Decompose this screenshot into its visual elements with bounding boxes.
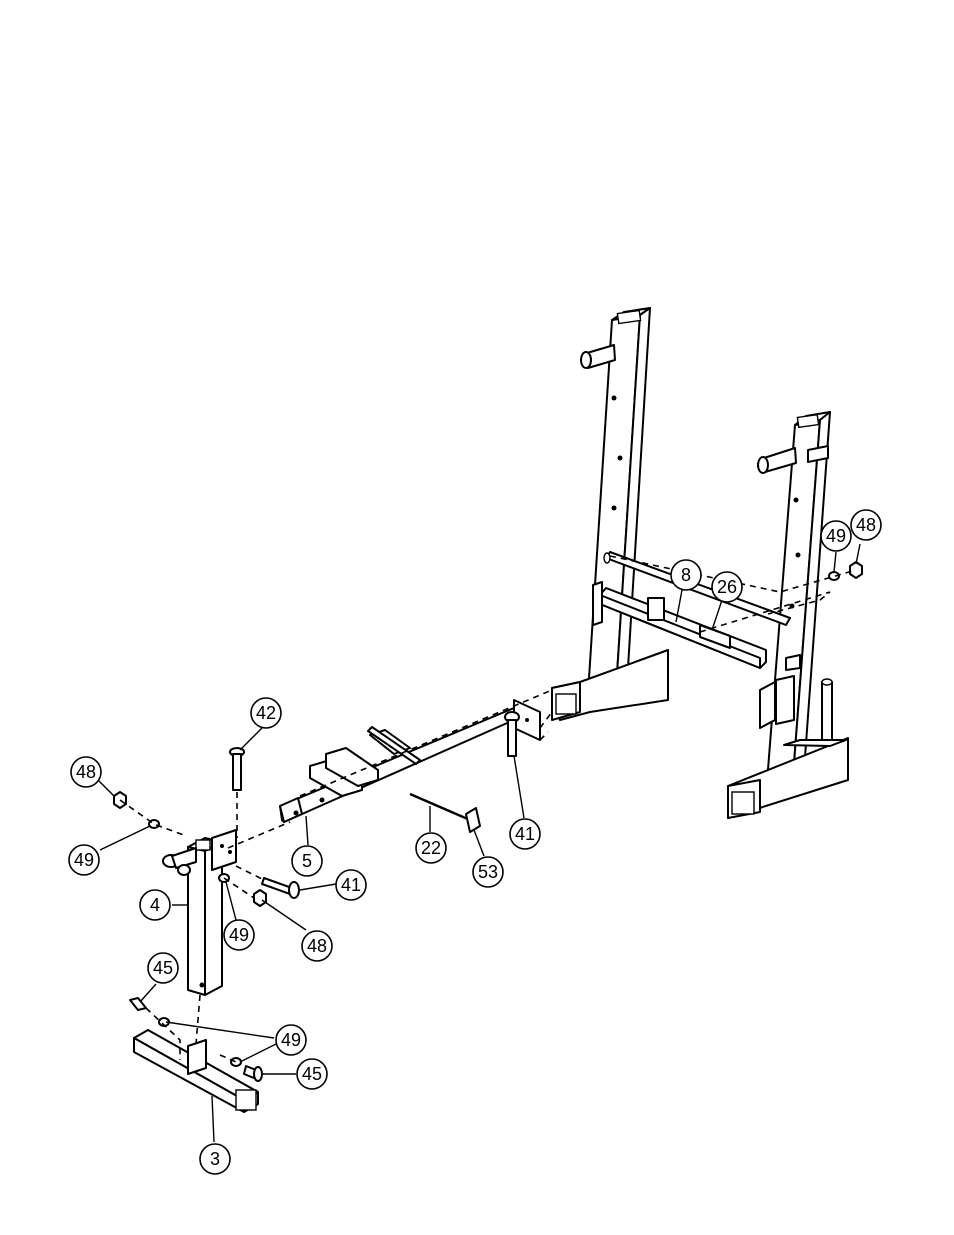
callout-label: 8 (681, 565, 691, 585)
bolt-42 (230, 748, 244, 790)
bolt-41-front (262, 878, 299, 898)
callout-26: 26 (712, 572, 742, 602)
callout-label: 41 (341, 875, 361, 895)
callout-label: 48 (856, 515, 876, 535)
callout-label: 48 (76, 762, 96, 782)
callout-49-left: 49 (69, 845, 99, 875)
callout-label: 53 (478, 862, 498, 882)
callout-label: 45 (302, 1064, 322, 1084)
callout-label: 22 (421, 838, 441, 858)
callout-label: 49 (74, 850, 94, 870)
callout-label: 49 (281, 1030, 301, 1050)
callout-45-bottom: 45 (297, 1059, 327, 1089)
callout-42: 42 (251, 698, 281, 728)
callout-49-right: 49 (821, 521, 851, 551)
callout-label: 45 (153, 958, 173, 978)
callout-label: 5 (302, 851, 312, 871)
callout-3: 3 (200, 1144, 230, 1174)
callout-53: 53 (473, 857, 503, 887)
callout-label: 4 (150, 895, 160, 915)
callout-49-mid: 49 (224, 920, 254, 950)
callout-5: 5 (292, 846, 322, 876)
callout-49-bottom: 49 (276, 1025, 306, 1055)
callout-41-rear: 41 (510, 819, 540, 849)
callout-label: 3 (210, 1149, 220, 1169)
callout-label: 49 (826, 526, 846, 546)
front-leg-tube (280, 700, 540, 822)
callout-label: 49 (229, 925, 249, 945)
callout-41-front: 41 (336, 870, 366, 900)
callout-label: 41 (515, 824, 535, 844)
callout-4: 4 (140, 890, 170, 920)
rear-upright-frame (552, 308, 848, 818)
bolt-41-rear (505, 712, 519, 756)
callout-48-right: 48 (851, 510, 881, 540)
callout-22: 22 (416, 833, 446, 863)
callout-label: 42 (256, 703, 276, 723)
callout-label: 48 (307, 936, 327, 956)
rod-and-pin (410, 794, 480, 832)
callout-label: 26 (717, 577, 737, 597)
callout-8: 8 (671, 560, 701, 590)
callout-45-top: 45 (148, 953, 178, 983)
callout-48-left: 48 (71, 757, 101, 787)
hardware-small (114, 562, 862, 1081)
callout-48-mid: 48 (302, 931, 332, 961)
